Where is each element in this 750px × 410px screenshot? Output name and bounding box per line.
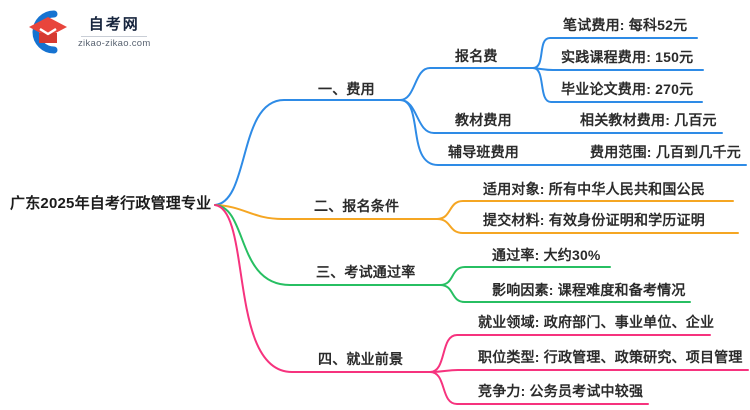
branch-2-requirements-label: 二、报名条件 bbox=[314, 198, 400, 214]
branch-1-fees-label: 一、费用 bbox=[318, 81, 375, 97]
graduation-cap-icon bbox=[24, 8, 70, 54]
connector-group-prospects bbox=[214, 204, 749, 405]
leaf-employment-fields: 就业领域: 政府部门、事业单位、企业 bbox=[478, 314, 715, 330]
connector-prospects-positions bbox=[429, 369, 749, 373]
leaf-textbook-cost: 相关教材费用: 几百元 bbox=[580, 112, 717, 128]
leaf-influencing-factors: 影响因素: 课程难度和备考情况 bbox=[492, 282, 686, 298]
leaf-position-types: 职位类型: 行政管理、政策研究、项目管理 bbox=[478, 349, 743, 365]
connector-root-prospects bbox=[214, 204, 431, 373]
leaf-written-exam-fee: 笔试费用: 每科52元 bbox=[563, 17, 688, 33]
leaf-required-materials: 提交材料: 有效身份证明和学历证明 bbox=[483, 212, 705, 228]
leaf-competitiveness: 竞争力: 公务员考试中较强 bbox=[478, 383, 644, 399]
branch-4-prospects-label: 四、就业前景 bbox=[318, 351, 404, 367]
leaf-pass-rate: 通过率: 大约30% bbox=[492, 247, 601, 263]
connector-fees-enrollment bbox=[399, 67, 534, 101]
node-textbook-fee: 教材费用 bbox=[455, 112, 512, 128]
logo-site-name: 自考网 bbox=[88, 16, 140, 33]
logo-divider bbox=[81, 36, 148, 37]
node-tutoring-fee: 辅导班费用 bbox=[448, 144, 519, 160]
leaf-practice-course-fee: 实践课程费用: 150元 bbox=[561, 49, 694, 65]
connector-enrollment-practice bbox=[532, 67, 704, 71]
leaf-tutoring-cost-range: 费用范围: 几百到几千元 bbox=[590, 144, 741, 160]
leaf-thesis-fee: 毕业论文费用: 270元 bbox=[561, 81, 694, 97]
branch-3-pass-rate-label: 三、考试通过率 bbox=[316, 264, 416, 280]
logo-site-domain: zikao-zikao.com bbox=[78, 38, 151, 49]
site-logo[interactable]: 自考网 zikao-zikao.com bbox=[24, 8, 151, 54]
root-node: 广东2025年自考行政管理专业 bbox=[10, 195, 212, 212]
leaf-eligible-applicants: 适用对象: 所有中华人民共和国公民 bbox=[483, 181, 705, 197]
logo-text-block: 自考网 zikao-zikao.com bbox=[78, 13, 151, 49]
connector-root-fees bbox=[214, 99, 401, 206]
node-enrollment-fee: 报名费 bbox=[455, 48, 498, 64]
